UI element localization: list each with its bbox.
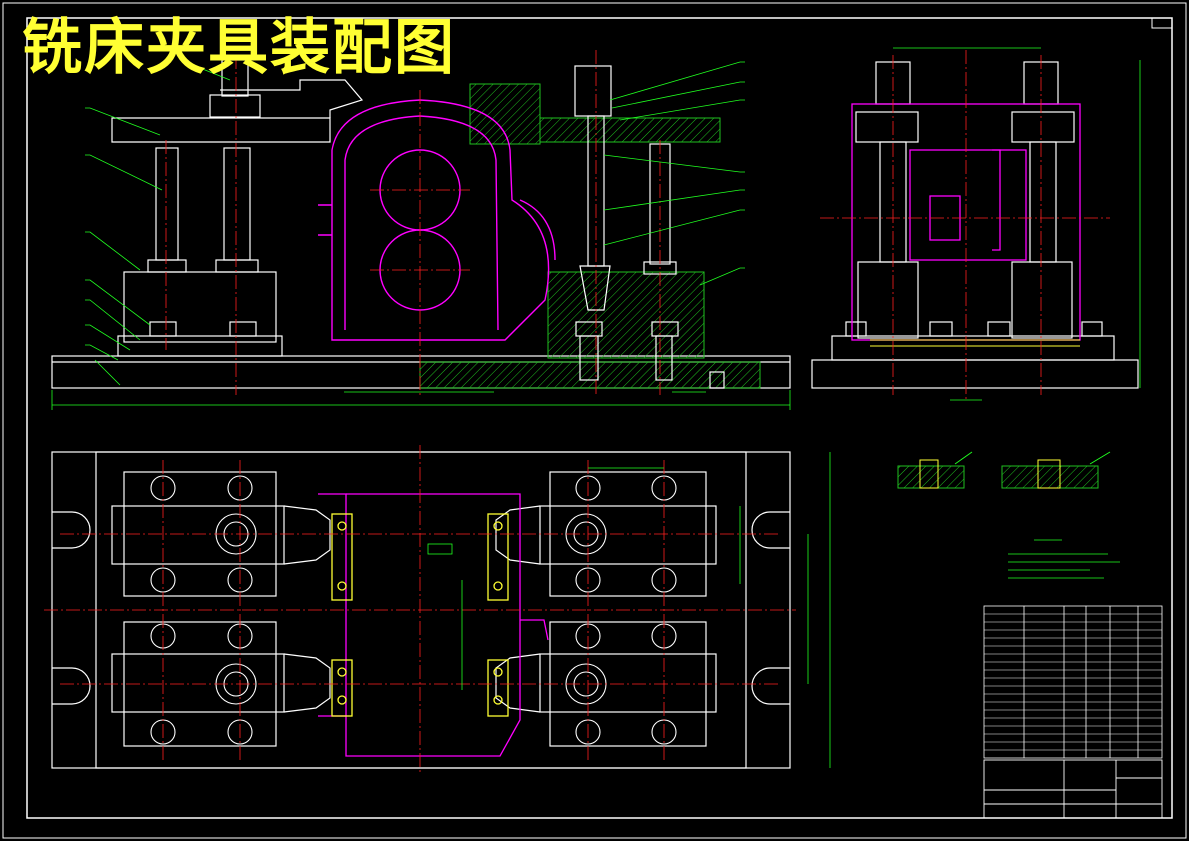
technical-notes <box>1008 539 1120 579</box>
front-view <box>51 50 791 410</box>
parts-list-table <box>983 605 1163 759</box>
section-b-b <box>1001 451 1111 489</box>
side-view <box>811 47 1141 401</box>
drawing-title: 铣床夹具装配图 <box>22 13 456 83</box>
top-view <box>44 445 831 775</box>
section-a-a <box>897 451 973 489</box>
title-block <box>983 759 1163 819</box>
